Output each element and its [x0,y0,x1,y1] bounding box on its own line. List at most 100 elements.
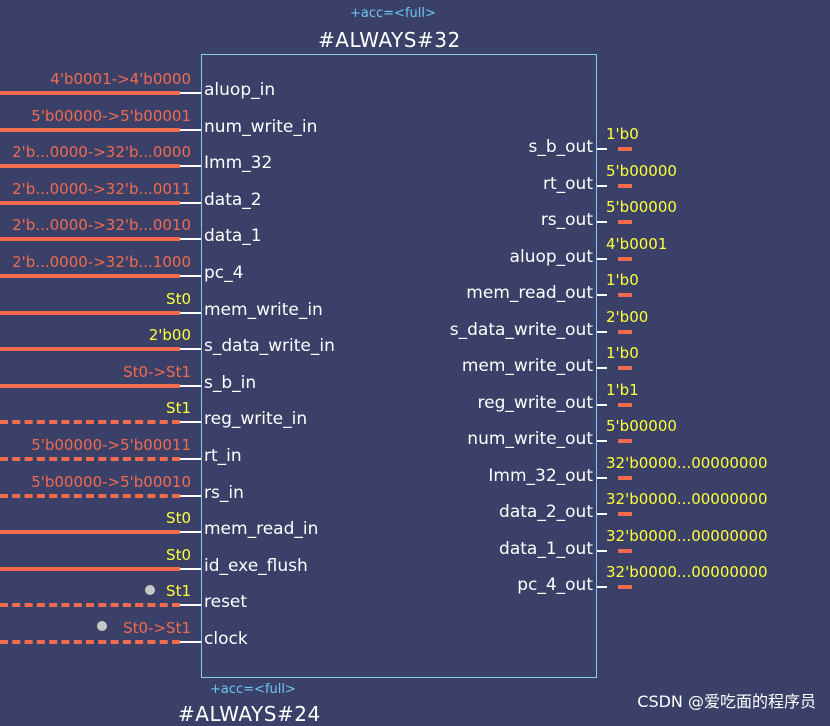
input-value-reg_write_in: St1 [166,399,191,417]
top-module-acc-label: +acc=<full> [350,6,436,21]
output-wire-reg_write_out[interactable] [618,403,632,407]
input-port-data_2[interactable]: data_2 [204,190,262,210]
input-wire-pc_4[interactable] [0,274,180,278]
input-value-s_b_in: St0->St1 [123,363,191,381]
input-port-clock[interactable]: clock [204,629,248,649]
input-port-Imm_32[interactable]: Imm_32 [204,153,273,173]
signal-dot-reset [145,585,155,595]
input-port-mem_read_in[interactable]: mem_read_in [204,519,319,539]
output-port-rt_out[interactable]: rt_out [543,174,593,194]
output-wire-s_data_write_out[interactable] [618,330,632,334]
input-value-clock: St0->St1 [123,619,191,637]
output-value-s_b_out: 1'b0 [606,125,639,143]
input-value-Imm_32: 2'b...0000->32'b...0000 [12,143,191,161]
output-value-rt_out: 5'b00000 [606,162,677,180]
output-port-data_1_out[interactable]: data_1_out [499,539,593,559]
signal-dot-clock [97,621,107,631]
watermark: CSDN @爱吃面的程序员 [637,692,816,711]
input-tick-reg_write_in [180,421,201,423]
output-value-rs_out: 5'b00000 [606,198,677,216]
top-module-name: #ALWAYS#32 [318,28,461,52]
output-value-data_1_out: 32'b0000...00000000 [606,527,768,545]
output-wire-rs_out[interactable] [618,220,632,224]
output-value-reg_write_out: 1'b1 [606,381,639,399]
output-tick-rs_out [597,221,607,223]
input-value-data_2: 2'b...0000->32'b...0011 [12,180,191,198]
input-wire-mem_read_in[interactable] [0,530,180,534]
output-wire-s_b_out[interactable] [618,147,632,151]
input-port-s_b_in[interactable]: s_b_in [204,373,257,393]
input-wire-rt_in[interactable] [0,457,180,461]
output-value-pc_4_out: 32'b0000...00000000 [606,563,768,581]
input-value-mem_write_in: St0 [166,290,191,308]
input-port-mem_write_in[interactable]: mem_write_in [204,300,323,320]
input-wire-rs_in[interactable] [0,494,180,498]
input-port-pc_4[interactable]: pc_4 [204,263,244,283]
output-wire-data_2_out[interactable] [618,512,632,516]
output-port-rs_out[interactable]: rs_out [540,210,593,230]
output-port-mem_read_out[interactable]: mem_read_out [466,283,593,303]
output-value-mem_write_out: 1'b0 [606,344,639,362]
input-tick-clock [180,641,201,643]
input-wire-mem_write_in[interactable] [0,311,180,315]
input-wire-id_exe_flush[interactable] [0,567,180,571]
input-wire-s_data_write_in[interactable] [0,347,180,351]
input-wire-s_b_in[interactable] [0,384,180,388]
input-port-rs_in[interactable]: rs_in [204,483,244,503]
input-port-reset[interactable]: reset [204,592,248,612]
input-port-s_data_write_in[interactable]: s_data_write_in [204,336,335,356]
output-wire-data_1_out[interactable] [618,549,632,553]
input-value-data_1: 2'b...0000->32'b...0010 [12,216,191,234]
output-tick-data_2_out [597,513,607,515]
input-wire-reset[interactable] [0,603,180,607]
output-port-pc_4_out[interactable]: pc_4_out [517,575,593,595]
input-wire-aluop_in[interactable] [0,91,180,95]
output-wire-aluop_out[interactable] [618,257,632,261]
module-block[interactable] [201,54,597,678]
output-wire-mem_write_out[interactable] [618,366,632,370]
output-port-num_write_out[interactable]: num_write_out [467,429,593,449]
input-port-aluop_in[interactable]: aluop_in [204,80,276,100]
input-tick-id_exe_flush [180,568,201,570]
output-port-aluop_out[interactable]: aluop_out [509,247,593,267]
input-wire-clock[interactable] [0,640,180,644]
input-port-id_exe_flush[interactable]: id_exe_flush [204,556,308,576]
input-tick-aluop_in [180,92,201,94]
input-wire-Imm_32[interactable] [0,164,180,168]
output-port-reg_write_out[interactable]: reg_write_out [477,393,593,413]
input-wire-num_write_in[interactable] [0,128,180,132]
output-tick-num_write_out [597,440,607,442]
input-value-rt_in: 5'b00000->5'b00011 [31,436,191,454]
output-value-aluop_out: 4'b0001 [606,235,668,253]
output-port-mem_write_out[interactable]: mem_write_out [461,356,593,376]
input-port-rt_in[interactable]: rt_in [204,446,242,466]
input-wire-data_2[interactable] [0,201,180,205]
output-port-s_data_write_out[interactable]: s_data_write_out [449,320,593,340]
bottom-module-acc-label: +acc=<full> [210,682,296,697]
input-tick-data_1 [180,238,201,240]
input-wire-reg_write_in[interactable] [0,420,180,424]
input-tick-mem_read_in [180,531,201,533]
output-wire-pc_4_out[interactable] [618,585,632,589]
input-tick-Imm_32 [180,165,201,167]
output-port-data_2_out[interactable]: data_2_out [499,502,593,522]
output-wire-mem_read_out[interactable] [618,293,632,297]
input-value-pc_4: 2'b...0000->32'b...1000 [12,253,191,271]
output-wire-rt_out[interactable] [618,184,632,188]
output-wire-num_write_out[interactable] [618,439,632,443]
output-value-mem_read_out: 1'b0 [606,271,639,289]
input-wire-data_1[interactable] [0,237,180,241]
output-wire-Imm_32_out[interactable] [618,476,632,480]
input-tick-data_2 [180,202,201,204]
input-tick-rt_in [180,458,201,460]
input-port-reg_write_in[interactable]: reg_write_in [204,409,308,429]
output-value-s_data_write_out: 2'b00 [606,308,649,326]
output-port-s_b_out[interactable]: s_b_out [528,137,594,157]
output-tick-mem_write_out [597,367,607,369]
output-value-num_write_out: 5'b00000 [606,417,677,435]
input-tick-rs_in [180,495,201,497]
output-port-Imm_32_out[interactable]: Imm_32_out [488,466,593,486]
input-port-data_1[interactable]: data_1 [204,226,262,246]
input-value-reset: St1 [166,582,191,600]
input-port-num_write_in[interactable]: num_write_in [204,117,318,137]
